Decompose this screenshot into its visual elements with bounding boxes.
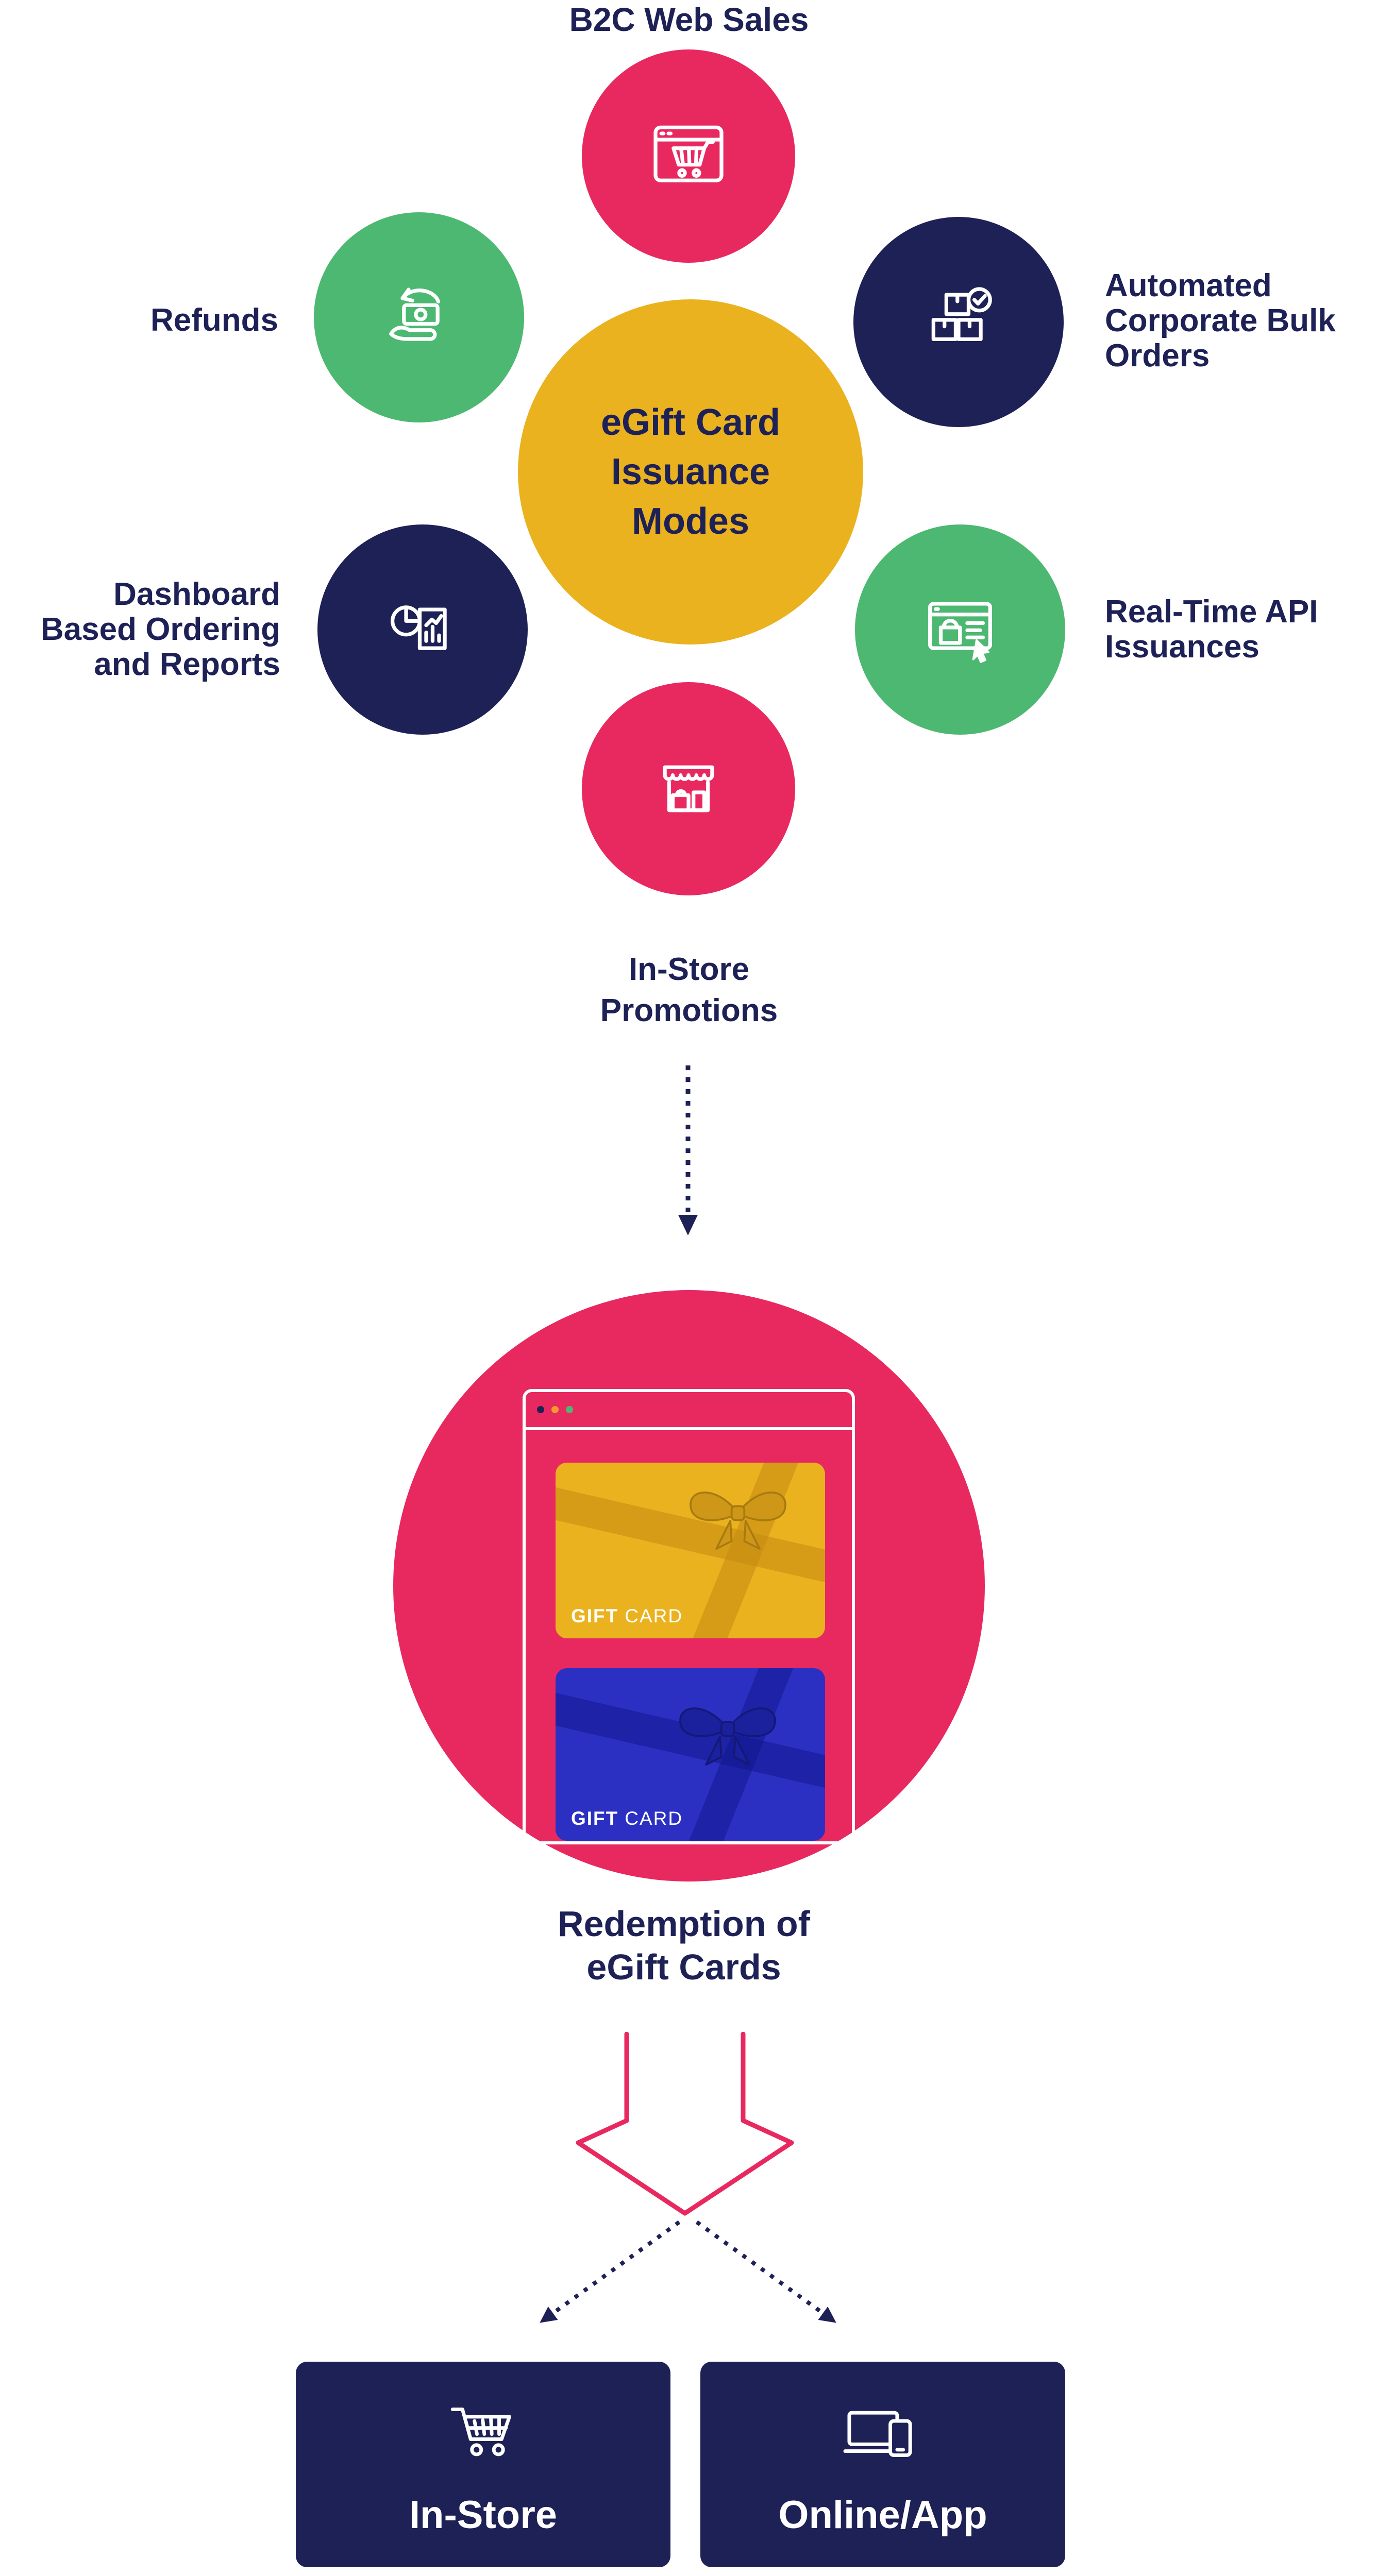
hub-title: eGift Card Issuance Modes [600, 402, 781, 542]
window-dot-icon [551, 1406, 559, 1413]
bulk-boxes-icon [931, 287, 992, 341]
dashboard-report-icon [390, 605, 447, 650]
label-refunds: Refunds [150, 302, 278, 338]
api-screen-icon [928, 602, 993, 663]
label-real-time-api-issuances: Real-Time API Issuances [1105, 594, 1318, 665]
channel-label: In-Store [409, 2493, 558, 2537]
refund-hand-icon [389, 287, 441, 341]
node-b2c-web-sales [582, 49, 795, 263]
channel-label: Online/App [778, 2493, 987, 2537]
channel-online-app: Online/App [700, 2362, 1065, 2567]
browser-cart-icon [653, 125, 724, 182]
window-dot-icon [537, 1406, 544, 1413]
label-in-store-promotions: In-Store Promotions [600, 952, 778, 1028]
ribbon-bow-icon [690, 1492, 786, 1550]
shopping-cart-icon [450, 2408, 511, 2456]
node-in-store-promotions [582, 682, 795, 895]
big-arrow-down-icon [576, 2032, 794, 2216]
laptop-phone-icon [843, 2411, 912, 2457]
storefront-icon [663, 765, 714, 812]
dotted-arrow-down-icon [678, 1065, 698, 1235]
hub-egift-issuance-modes: eGift Card Issuance Modes [518, 299, 863, 645]
label-dashboard-based-ordering: Dashboard Based Ordering and Reports [40, 577, 280, 682]
channel-in-store: In-Store [296, 2362, 670, 2567]
node-refunds [314, 212, 524, 422]
window-dot-icon [566, 1406, 573, 1413]
ribbon-bow-icon [679, 1707, 776, 1766]
dotted-split-arrows-icon [540, 2220, 836, 2323]
node-dashboard-based-ordering [317, 524, 528, 735]
node-real-time-api-issuances [855, 524, 1065, 735]
label-b2c-web-sales: B2C Web Sales [569, 1, 809, 38]
browser-topbar [526, 1392, 852, 1430]
label-automated-corporate-bulk-orders: Automated Corporate Bulk Orders [1105, 268, 1336, 374]
label-redemption-of-egift-cards: Redemption of eGift Cards [558, 1904, 810, 1987]
node-automated-corporate-bulk-orders [853, 217, 1064, 427]
